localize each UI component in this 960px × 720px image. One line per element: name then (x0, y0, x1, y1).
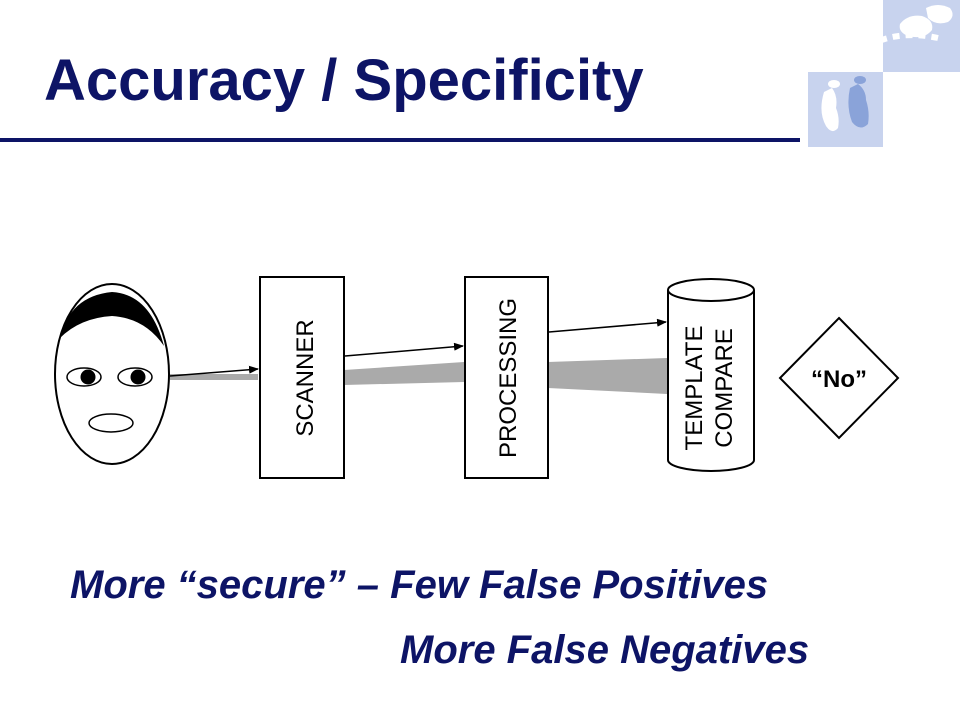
scan-beam-1 (170, 374, 258, 380)
mouth (88, 413, 134, 433)
arrow-scanner-to-processing (344, 342, 464, 357)
scanner-box (259, 276, 345, 479)
left-pupil (80, 369, 96, 385)
template-label: TEMPLATE (681, 326, 708, 451)
template-compare-cylinder (667, 278, 755, 472)
false-negatives-line: More False Negatives (400, 628, 810, 672)
scan-beam-2 (344, 362, 464, 385)
hair-shape (60, 292, 164, 346)
logo-dotted-trail (835, 32, 939, 72)
processing-label: PROCESSING (495, 298, 522, 458)
scanner-label: SCANNER (292, 319, 319, 436)
processing-box (464, 276, 549, 479)
arrow-processing-to-template (548, 318, 667, 333)
footprints-logo (808, 0, 960, 147)
scan-beam-3 (548, 358, 667, 394)
right-pupil (130, 369, 146, 385)
title-underline (0, 138, 800, 142)
false-positives-line: More “secure” – Few False Positives (70, 563, 769, 607)
compare-label: COMPARE (711, 328, 738, 448)
decision-diamond (778, 316, 900, 440)
logo-square-lower (808, 72, 883, 147)
biometric-flow-diagram: SCANNER PROCESSING TEMPLATE COMPARE “No” (54, 276, 900, 479)
slide-title: Accuracy / Specificity (44, 48, 644, 113)
face-outline (54, 283, 170, 465)
footprints-icon (821, 5, 953, 132)
arrow-face-to-scanner (169, 365, 259, 377)
face-icon (54, 283, 170, 465)
decision-label: “No” (811, 366, 867, 393)
